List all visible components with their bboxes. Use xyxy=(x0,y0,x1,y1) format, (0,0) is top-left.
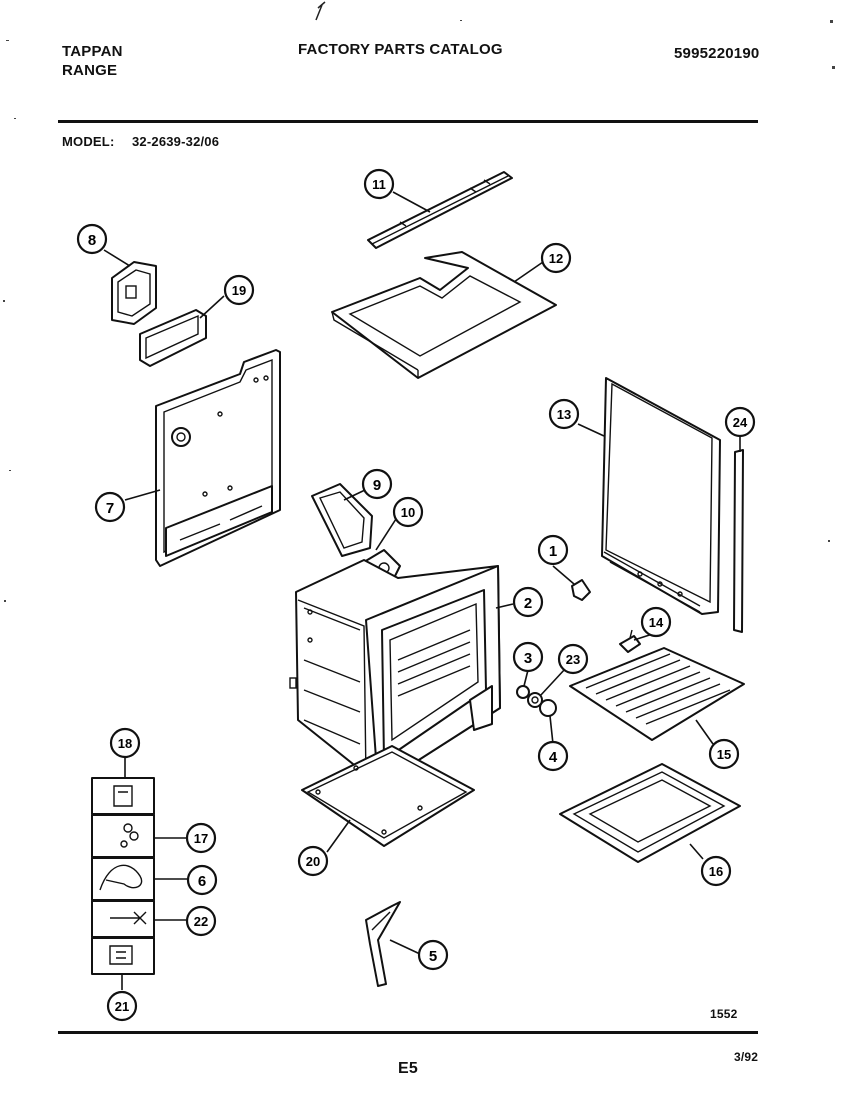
part-23-spacer xyxy=(527,692,543,708)
callout-18: 18 xyxy=(109,727,141,759)
callout-label-8: 8 xyxy=(88,232,96,249)
callout-label-17: 17 xyxy=(194,831,208,846)
callout-label-16: 16 xyxy=(709,864,723,879)
callout-label-2: 2 xyxy=(524,595,532,612)
model-number: 32-2639-32/06 xyxy=(132,134,220,149)
callout-22: 22 xyxy=(185,905,217,937)
callout-6: 6 xyxy=(186,864,218,896)
part-13-door-frame xyxy=(601,377,721,615)
callout-label-11: 11 xyxy=(372,177,386,192)
page-number: E5 xyxy=(398,1060,418,1077)
callout-label-23: 23 xyxy=(566,652,580,667)
hardware-boxes xyxy=(91,777,155,975)
callout-9: 9 xyxy=(361,468,393,500)
part-24-strip xyxy=(733,449,744,633)
catalog-number: 5995220190 xyxy=(674,45,760,62)
callout-label-21: 21 xyxy=(115,999,129,1014)
callout-label-14: 14 xyxy=(649,615,664,630)
callout-label-1: 1 xyxy=(549,543,557,560)
callout-label-7: 7 xyxy=(106,500,114,517)
callout-label-22: 22 xyxy=(194,914,208,929)
part-3-nut xyxy=(516,685,530,699)
callout-1: 1 xyxy=(537,534,569,566)
callout-12: 12 xyxy=(540,242,572,274)
part-16-broil-pan xyxy=(559,763,741,863)
callout-17: 17 xyxy=(185,822,217,854)
part-4-bulb xyxy=(539,699,557,717)
part-7-rear-panel xyxy=(155,349,281,567)
callout-2: 2 xyxy=(512,586,544,618)
callout-24: 24 xyxy=(724,406,756,438)
callout-label-13: 13 xyxy=(557,407,571,422)
callout-label-18: 18 xyxy=(118,736,132,751)
part-11-rail xyxy=(367,171,513,249)
callout-label-5: 5 xyxy=(429,948,437,965)
callout-13: 13 xyxy=(548,398,580,430)
callout-20: 20 xyxy=(297,845,329,877)
callout-19: 19 xyxy=(223,274,255,306)
part-2-oven-body xyxy=(289,559,501,787)
part-20-bottom-pan xyxy=(301,745,475,847)
part-12-top-panel xyxy=(331,251,557,379)
part-9-burner-box xyxy=(311,483,373,557)
callout-label-12: 12 xyxy=(549,251,563,266)
callout-7: 7 xyxy=(94,491,126,523)
callout-label-15: 15 xyxy=(717,747,731,762)
callout-8: 8 xyxy=(76,223,108,255)
callout-label-3: 3 xyxy=(524,650,532,667)
part-15-oven-rack xyxy=(569,647,745,741)
callout-14: 14 xyxy=(640,606,672,638)
part-8-bracket xyxy=(111,261,157,325)
callout-4: 4 xyxy=(537,740,569,772)
callout-label-19: 19 xyxy=(232,283,246,298)
callout-23: 23 xyxy=(557,643,589,675)
callout-16: 16 xyxy=(700,855,732,887)
callouts: 1 2 3 4 5 6 7 8 9 10 11 12 13 14 15 16 1… xyxy=(76,168,756,1022)
callout-label-4: 4 xyxy=(549,749,558,766)
callout-11: 11 xyxy=(363,168,395,200)
callout-10: 10 xyxy=(392,496,424,528)
brand-label: TAPPAN xyxy=(62,43,123,60)
callout-15: 15 xyxy=(708,738,740,770)
callout-3: 3 xyxy=(512,641,544,673)
part-1-knob xyxy=(571,579,591,601)
callout-label-24: 24 xyxy=(733,415,748,430)
drawing-number: 1552 xyxy=(710,1007,738,1021)
callout-21: 21 xyxy=(106,990,138,1022)
callout-label-9: 9 xyxy=(373,477,381,494)
part-5-igniter xyxy=(365,901,401,987)
part-19-panel xyxy=(139,309,207,367)
callout-label-6: 6 xyxy=(198,873,206,890)
part-14-clip xyxy=(619,629,641,653)
footer-rule xyxy=(58,1031,758,1034)
product-label: RANGE xyxy=(62,62,118,79)
callout-label-20: 20 xyxy=(306,854,320,869)
model-label: MODEL: xyxy=(62,134,115,149)
header-rule xyxy=(58,120,758,123)
callout-5: 5 xyxy=(417,939,449,971)
catalog-title: FACTORY PARTS CATALOG xyxy=(298,41,503,58)
revision-date: 3/92 xyxy=(734,1050,759,1064)
leader-lines xyxy=(103,191,741,990)
callout-label-10: 10 xyxy=(401,505,415,520)
